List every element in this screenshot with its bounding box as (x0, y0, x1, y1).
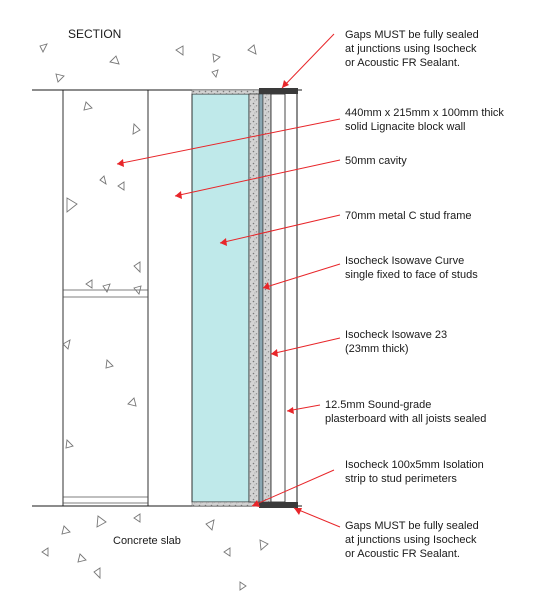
callout-line: Gaps MUST be fully sealed (345, 520, 479, 532)
callout-isowave-23: Isocheck Isowave 23 (23mm thick) (345, 329, 447, 355)
callout-line: strip to stud perimeters (345, 473, 457, 485)
callout-line: 12.5mm Sound-grade (325, 399, 431, 411)
callout-isolation-strip: Isocheck 100x5mm Isolation strip to stud… (345, 459, 484, 485)
callout-plasterboard: 12.5mm Sound-grade plasterboard with all… (325, 399, 486, 425)
callout-line: single fixed to face of studs (345, 269, 478, 281)
concrete-aggregate (39, 43, 269, 591)
top-sealant-cap (259, 88, 298, 94)
callout-line: or Acoustic FR Sealant. (345, 548, 460, 560)
section-title: SECTION (68, 27, 121, 41)
block-wall (62, 90, 149, 506)
callout-gaps-top: Gaps MUST be fully sealed at junctions u… (345, 29, 479, 69)
callout-isowave-curve: Isocheck Isowave Curve single fixed to f… (345, 255, 478, 281)
callout-line: Gaps MUST be fully sealed (345, 29, 479, 41)
callout-cavity: 50mm cavity (345, 155, 407, 167)
callout-stud-frame: 70mm metal C stud frame (345, 210, 472, 222)
callout-line: 50mm cavity (345, 155, 407, 167)
bottom-sealant-cap (259, 502, 298, 508)
callout-line: at junctions using Isocheck (345, 43, 477, 55)
insulation-layer (262, 93, 272, 503)
top-isolation-strip (191, 89, 260, 95)
callout-line: Isocheck 100x5mm Isolation (345, 459, 484, 471)
callout-line: plasterboard with all joists sealed (325, 413, 486, 425)
callout-line: 440mm x 215mm x 100mm thick (345, 107, 504, 119)
callout-line: 70mm metal C stud frame (345, 210, 472, 222)
stud-frame (270, 93, 286, 503)
callout-line: at junctions using Isocheck (345, 534, 477, 546)
cavity (191, 93, 250, 503)
leader-lines (116, 33, 341, 528)
isowave-23-layer (248, 93, 260, 503)
callout-line: (23mm thick) (345, 343, 409, 355)
callout-block-wall: 440mm x 215mm x 100mm thick solid Lignac… (345, 107, 504, 133)
callout-gaps-bottom: Gaps MUST be fully sealed at junctions u… (345, 520, 479, 560)
isowave-curve-layer (258, 93, 264, 503)
slab-label: Concrete slab (113, 535, 181, 547)
callout-line: or Acoustic FR Sealant. (345, 57, 460, 69)
callout-line: Isocheck Isowave 23 (345, 329, 447, 341)
callout-line: solid Lignacite block wall (345, 121, 465, 133)
callout-line: Isocheck Isowave Curve (345, 255, 464, 267)
bottom-isolation-strip (191, 501, 260, 507)
